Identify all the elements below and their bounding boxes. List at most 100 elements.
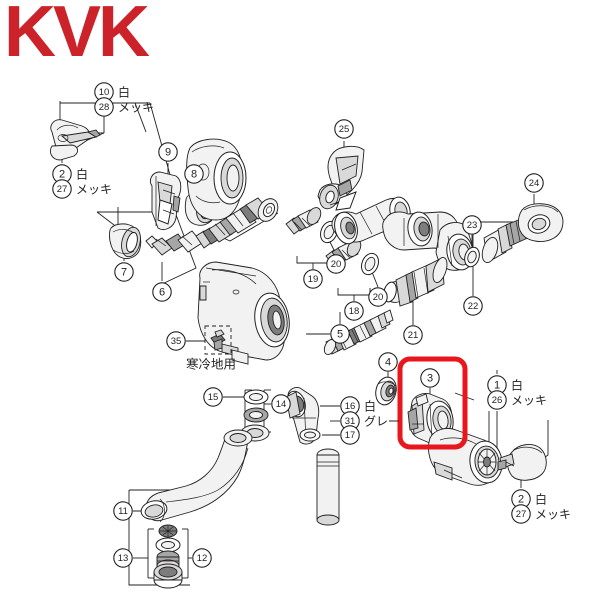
callout-circle	[378, 352, 398, 372]
part-callout-21: 21	[403, 325, 423, 345]
callout-finish-label: 白	[364, 399, 376, 414]
part-callout-23: 23	[462, 215, 482, 235]
callout-circle	[420, 368, 440, 388]
callout-finish-label: メッキ	[511, 394, 547, 408]
part-callout-13: 13	[113, 548, 133, 568]
callout-circle	[158, 142, 178, 162]
part-callout-15: 15	[203, 387, 223, 407]
selected-part-highlight	[397, 356, 468, 450]
part-callout-3: 3	[420, 368, 440, 388]
callout-circle	[114, 262, 134, 282]
callout-finish-label: メッキ	[535, 508, 571, 522]
callout-number: 20	[331, 259, 342, 270]
part-callout-7: 7	[114, 262, 134, 282]
callout-circle	[511, 504, 531, 524]
part-callout-22: 22	[463, 296, 483, 316]
part-24-flange-washer	[517, 203, 564, 242]
callout-circle	[152, 282, 172, 302]
callout-circle	[368, 287, 388, 307]
part-25-handle-lever	[317, 145, 365, 211]
callout-finish-label: 白	[535, 492, 547, 507]
part-10-lever-handle	[49, 119, 101, 161]
callout-circle	[524, 173, 544, 193]
callout-circle	[52, 179, 72, 199]
part-15-washer	[243, 389, 269, 405]
part-callout-19: 19	[303, 269, 323, 289]
part-35-cold-region-plug	[204, 325, 232, 355]
callout-number: 10	[99, 87, 110, 98]
diagram-notes: 寒冷地用	[186, 357, 236, 372]
part-7-bonnet-nut	[109, 223, 142, 259]
callout-circle	[340, 425, 360, 445]
callout-finish-label: メッキ	[76, 183, 112, 197]
part-callout-17: 17	[340, 425, 360, 445]
callout-number: 19	[308, 274, 319, 285]
part-callout-5: 5	[330, 324, 350, 344]
part-11-swing-spout	[140, 429, 253, 523]
callout-number: 22	[468, 301, 479, 312]
callout-finish-label: 白	[76, 167, 88, 182]
part-21-check-valve	[383, 257, 448, 307]
callout-circle	[330, 324, 350, 344]
callout-number: 14	[276, 399, 287, 410]
callout-number: 7	[121, 267, 127, 279]
part-callout-11: 11	[113, 501, 133, 521]
callout-number: 8	[191, 169, 197, 181]
callout-number: 3	[427, 373, 433, 385]
part-callout-20b: 20	[368, 287, 388, 307]
part-3-eccentric-union	[407, 393, 454, 445]
callout-number: 13	[118, 553, 129, 564]
part-23-o-ring	[464, 246, 480, 268]
riser-pipe	[316, 448, 340, 526]
callout-circle	[113, 548, 133, 568]
callout-number: 2	[59, 169, 65, 181]
callout-circle	[344, 301, 364, 321]
callout-circle	[303, 269, 323, 289]
part-callout-25: 25	[334, 119, 354, 139]
callout-circle	[462, 215, 482, 235]
part-callout-4: 4	[378, 352, 398, 372]
callout-number: 20	[373, 292, 384, 303]
callout-number: 23	[467, 220, 478, 231]
part-2-cap-top-left	[186, 138, 247, 221]
part-callout-6: 6	[152, 282, 172, 302]
part-5-adjustment-cartridge	[323, 309, 394, 356]
part-20-o-ring-b	[361, 252, 379, 276]
callout-number: 6	[159, 287, 165, 299]
callout-circle	[184, 164, 204, 184]
callout-circle	[166, 331, 186, 351]
part-callout-14: 14	[271, 394, 291, 414]
part-17-o-ring	[299, 428, 321, 442]
callout-circle	[463, 296, 483, 316]
callout-number: 27	[516, 509, 527, 520]
callout-number: 11	[118, 506, 128, 517]
callout-number: 21	[408, 330, 419, 341]
callout-circle	[192, 548, 212, 568]
part-callout-12: 12	[192, 548, 212, 568]
callout-finish-label: メッキ	[118, 101, 154, 115]
part-13-aerator-screen	[155, 524, 181, 553]
callout-finish-label: 白	[511, 378, 523, 393]
callout-circle	[487, 390, 507, 410]
part-19-union-nipple	[285, 207, 322, 235]
escutcheon-body	[428, 427, 503, 486]
note-cold-region: 寒冷地用	[186, 357, 236, 372]
callout-number: 25	[339, 124, 350, 135]
callout-number: 24	[529, 178, 540, 189]
callout-number: 15	[208, 392, 219, 403]
callout-number: 18	[349, 306, 360, 317]
part-callout-18: 18	[344, 301, 364, 321]
kvk-brand-logo: KVK	[4, 0, 150, 72]
leader-lines	[59, 101, 556, 586]
